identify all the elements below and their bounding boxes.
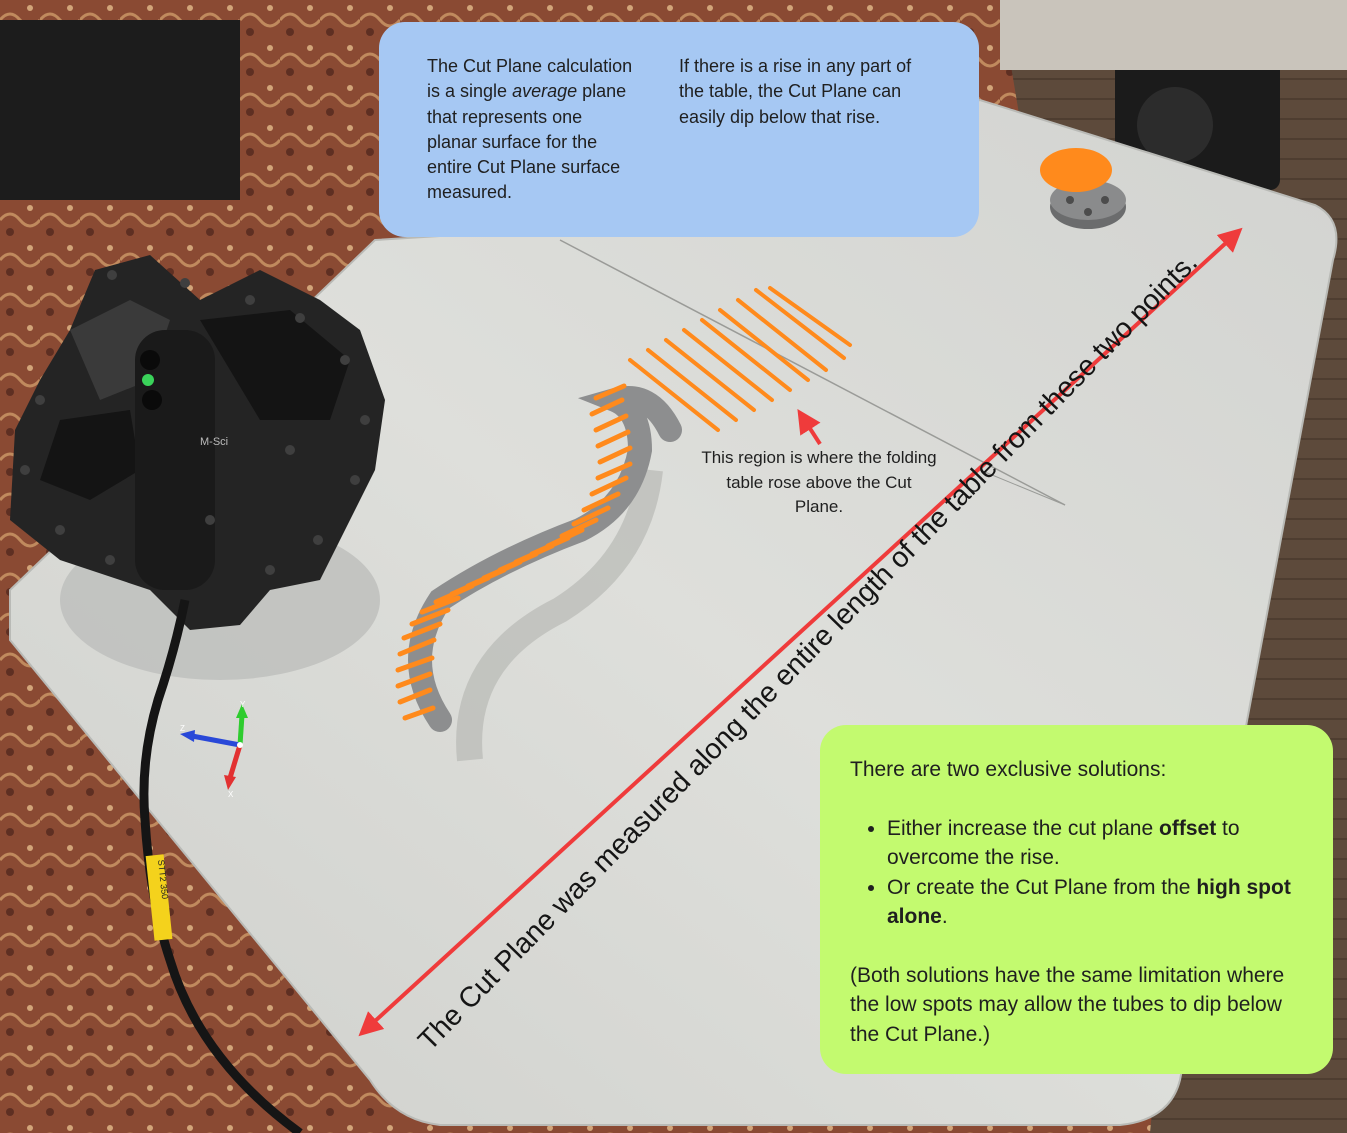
dark-equipment-case [0, 20, 240, 200]
speaker-cone [1137, 87, 1213, 163]
solution-high-spot: Or create the Cut Plane from the high sp… [887, 873, 1309, 932]
cable-tag-text: STT2 350 [156, 859, 170, 899]
rise-region-label: This region is where the folding table r… [701, 448, 937, 516]
axis-z-label: Z [180, 724, 185, 733]
rise-dip-text: If there is a rise in any part of the ta… [679, 56, 912, 127]
cut-plane-average-text: The Cut Plane calculation is a single av… [427, 56, 633, 203]
solutions-intro: There are two exclusive solutions: [850, 758, 1167, 781]
cut-plane-explanation-callout: The Cut Plane calculation is a single av… [379, 22, 979, 237]
target-scan-blob [1040, 148, 1112, 192]
device-cable [139, 599, 303, 1133]
tracker-device: M-Sci [10, 255, 385, 680]
coordinate-axes: Y Z X [180, 700, 248, 799]
region-pointer-arrow [797, 408, 822, 446]
solutions-callout: There are two exclusive solutions: Eithe… [820, 725, 1333, 1074]
cable-tag [145, 854, 173, 941]
measurement-arrow [358, 227, 1243, 1037]
solution-offset: Either increase the cut plane offset to … [887, 814, 1309, 873]
device-label: M-Sci [200, 436, 228, 448]
solutions-list: Either increase the cut plane offset to … [850, 814, 1309, 932]
axis-y-label: Y [240, 700, 246, 709]
axis-x-label: X [228, 790, 234, 799]
wall-bottom [1000, 0, 1347, 70]
solutions-limitation-note: (Both solutions have the same limitation… [850, 963, 1285, 1046]
